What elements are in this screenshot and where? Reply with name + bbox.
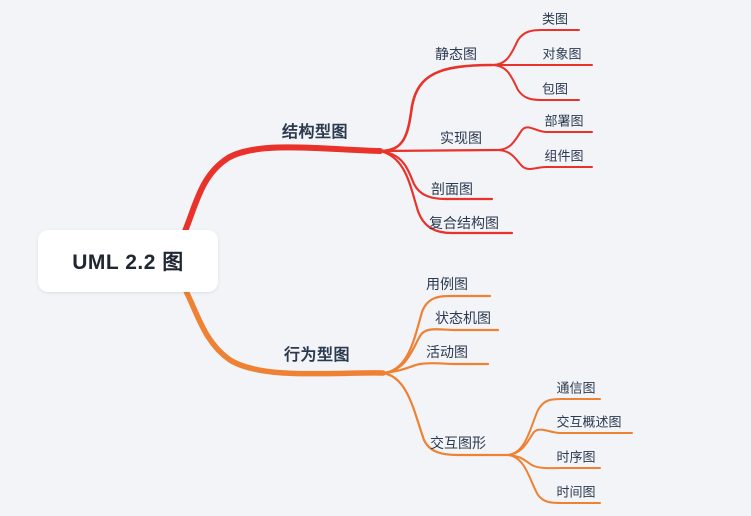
node-static-label: 静态图 — [435, 46, 477, 62]
node-composite-structure[interactable]: 复合结构图 — [429, 213, 499, 233]
line-behavioral-to-statement — [381, 328, 500, 375]
node-activity-label: 活动图 — [426, 344, 468, 360]
trunk-behavioral — [181, 284, 386, 377]
node-implementation-label: 实现图 — [440, 130, 482, 146]
node-interaction-label: 交互图形 — [430, 435, 486, 451]
node-usecase[interactable]: 用例图 — [426, 274, 468, 294]
line-structural-to-composite — [378, 149, 514, 235]
node-interaction[interactable]: 交互图形 — [430, 433, 486, 453]
line-interaction-to-overview — [507, 428, 633, 456]
node-structural-label: 结构型图 — [281, 124, 349, 141]
node-object-diagram-label: 对象图 — [542, 46, 582, 62]
line-implementation-to-component — [496, 149, 593, 170]
node-timing-diagram-label: 时间图 — [556, 484, 596, 500]
node-structural[interactable]: 结构型图 — [282, 118, 348, 142]
node-implementation[interactable]: 实现图 — [440, 128, 482, 148]
structural-branch-lines — [180, 29, 593, 239]
node-deployment-diagram-label: 部署图 — [544, 113, 584, 129]
node-statemachine[interactable]: 状态机图 — [435, 308, 491, 328]
node-static[interactable]: 静态图 — [435, 44, 477, 64]
node-usecase-label: 用例图 — [426, 276, 468, 292]
node-component-diagram[interactable]: 组件图 — [544, 146, 583, 165]
node-sequence-diagram-label: 时序图 — [556, 449, 596, 465]
node-composite-structure-label: 复合结构图 — [429, 215, 499, 231]
node-behavioral[interactable]: 行为型图 — [284, 341, 350, 365]
node-communication-diagram[interactable]: 通信图 — [556, 378, 595, 397]
node-profile-label: 剖面图 — [431, 181, 473, 197]
line-interaction-to-communication — [507, 398, 601, 456]
node-communication-diagram-label: 通信图 — [556, 380, 596, 396]
root-node[interactable]: UML 2.2 图 — [38, 230, 218, 292]
line-implementation-to-deployment — [496, 126, 593, 151]
node-statemachine-label: 状态机图 — [435, 310, 491, 326]
line-structural-to-implementation — [378, 148, 499, 153]
trunk-structural — [180, 144, 383, 239]
line-static-to-package — [491, 64, 580, 101]
node-package-diagram[interactable]: 包图 — [542, 79, 568, 98]
node-class-diagram-label: 类图 — [541, 11, 569, 27]
behavioral-branch-lines — [181, 284, 633, 504]
node-interaction-overview-diagram[interactable]: 交互概述图 — [556, 412, 621, 431]
node-component-diagram-label: 组件图 — [544, 148, 584, 164]
node-profile[interactable]: 剖面图 — [431, 179, 473, 199]
node-deployment-diagram[interactable]: 部署图 — [544, 111, 583, 130]
line-static-to-class — [491, 29, 580, 66]
node-sequence-diagram[interactable]: 时序图 — [556, 447, 595, 466]
node-interaction-overview-diagram-label: 交互概述图 — [556, 414, 622, 430]
line-behavioral-to-activity — [381, 362, 490, 375]
node-class-diagram[interactable]: 类图 — [542, 9, 568, 28]
line-interaction-to-timing — [507, 454, 601, 504]
node-timing-diagram[interactable]: 时间图 — [556, 482, 595, 501]
node-activity[interactable]: 活动图 — [426, 342, 468, 362]
node-object-diagram[interactable]: 对象图 — [542, 44, 581, 63]
node-package-diagram-label: 包图 — [541, 81, 569, 97]
line-structural-to-static — [378, 63, 494, 153]
line-interaction-to-sequence — [507, 454, 601, 470]
line-behavioral-to-usecase — [381, 294, 492, 375]
line-behavioral-to-interaction — [381, 371, 510, 457]
node-behavioral-label: 行为型图 — [283, 347, 351, 364]
root-node-label: UML 2.2 图 — [72, 251, 184, 274]
line-structural-to-profile — [378, 149, 494, 201]
